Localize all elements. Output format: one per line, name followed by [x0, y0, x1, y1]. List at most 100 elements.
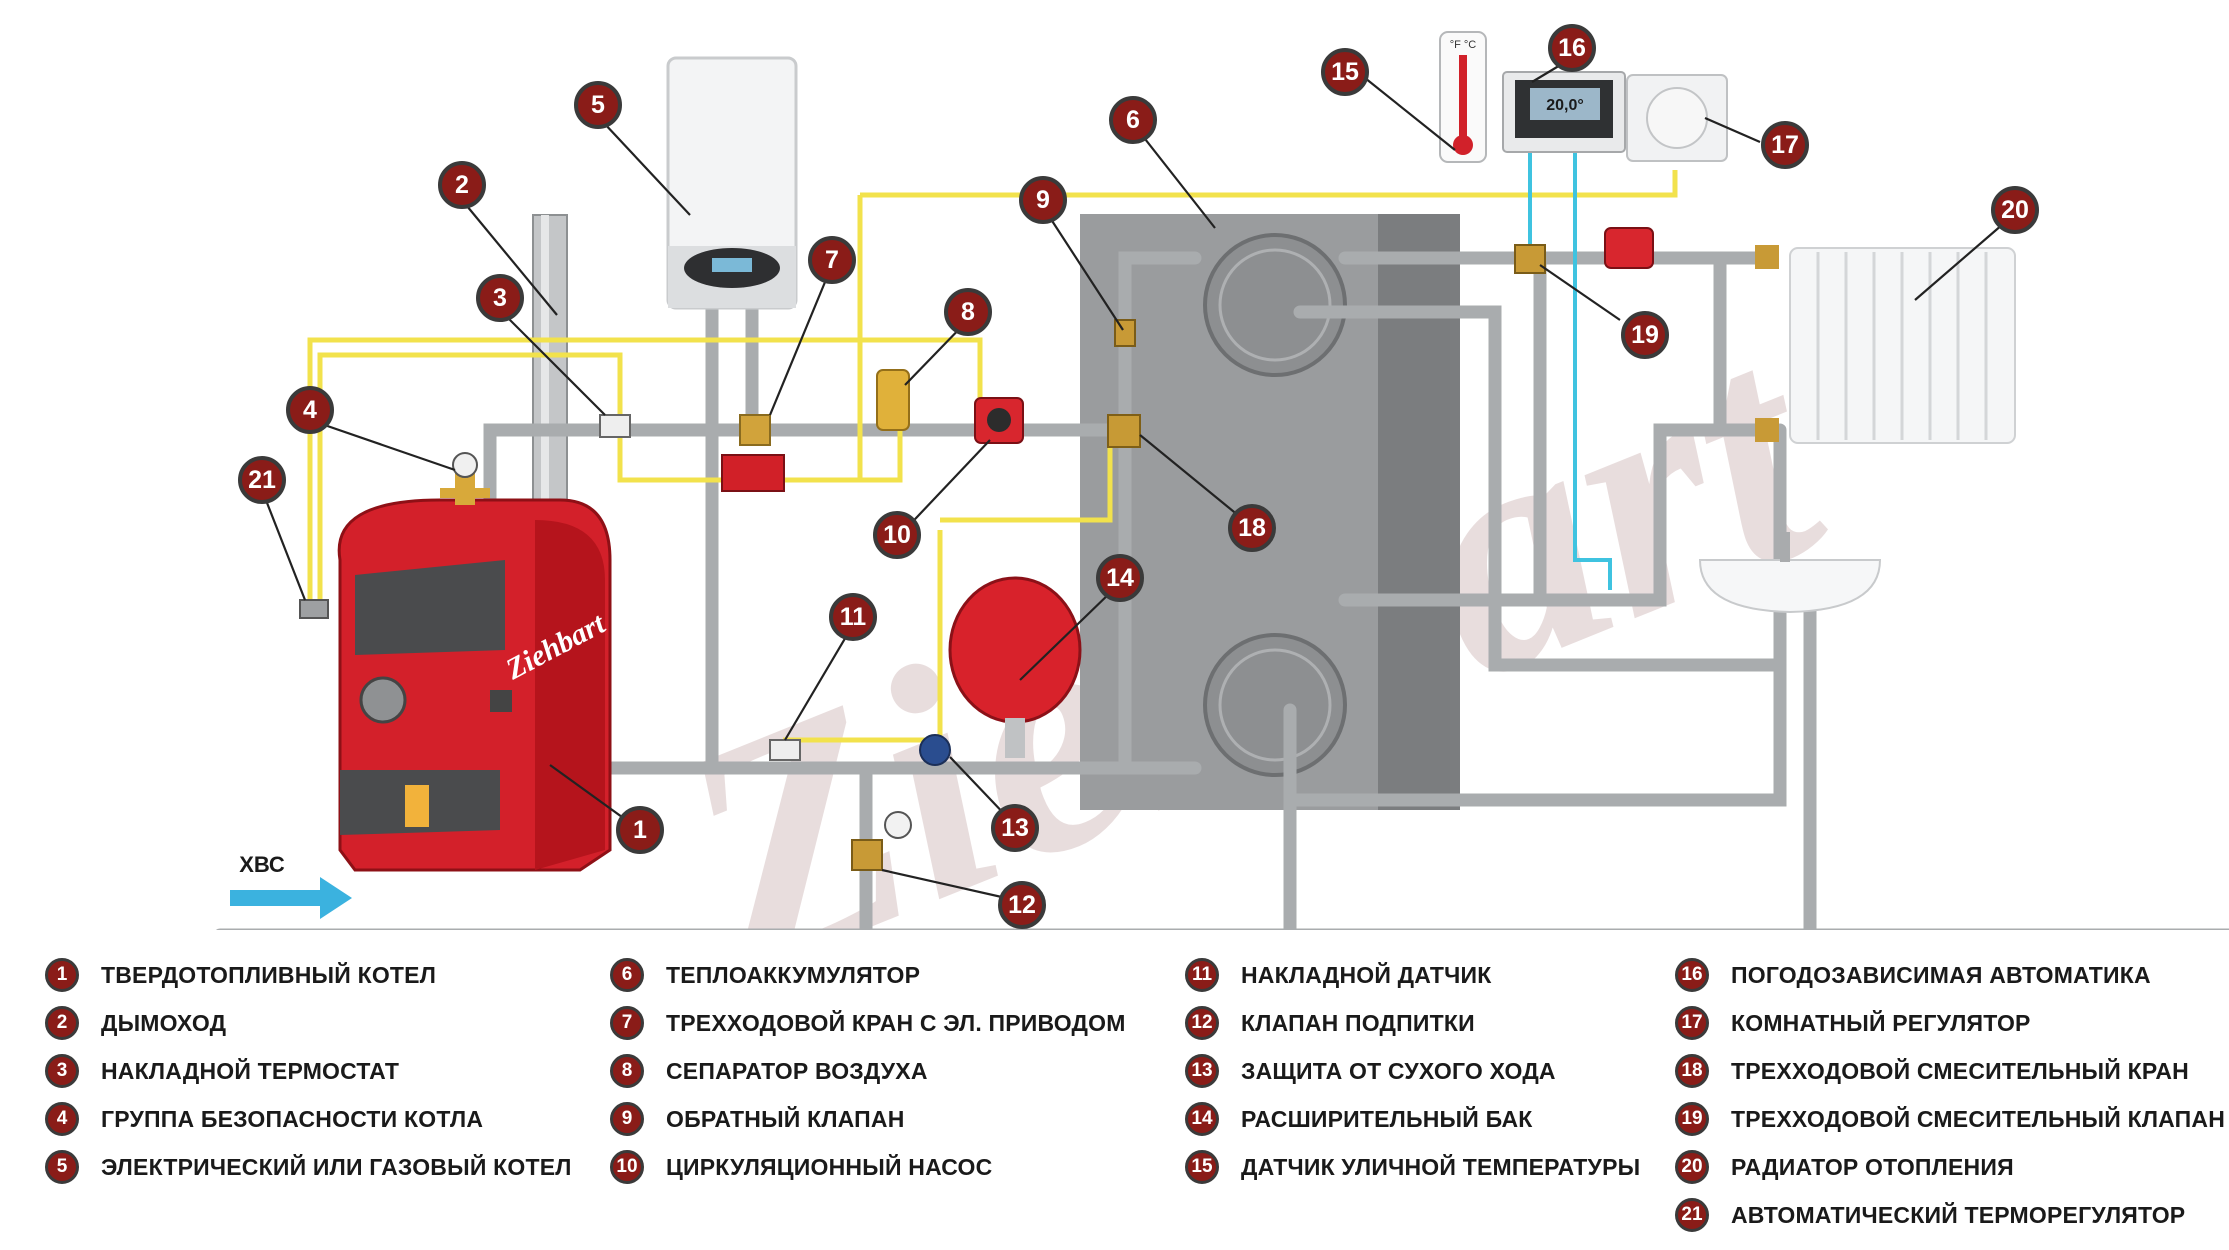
callout-5: 5: [574, 81, 622, 129]
legend-item-21: 21 АВТОМАТИЧЕСКИЙ ТЕРМОРЕГУЛЯТОР: [1675, 1195, 2185, 1235]
legend-label: РАСШИРИТЕЛЬНЫЙ БАК: [1241, 1105, 1533, 1132]
radiator-pump: [1604, 227, 1654, 269]
legend-item-16: 16 ПОГОДОЗАВИСИМАЯ АВТОМАТИКА: [1675, 955, 2151, 995]
legend-label: ДАТЧИК УЛИЧНОЙ ТЕМПЕРАТУРЫ: [1241, 1153, 1641, 1180]
legend-number: 13: [1185, 1054, 1219, 1088]
legend-item-12: 12 КЛАПАН ПОДПИТКИ: [1185, 1003, 1475, 1043]
weather-dependent-controller: 20,0°: [1502, 71, 1626, 153]
callout-16: 16: [1548, 24, 1596, 72]
legend-label: СЕПАРАТОР ВОЗДУХА: [666, 1057, 928, 1084]
legend-label: ЗАЩИТА ОТ СУХОГО ХОДА: [1241, 1057, 1556, 1084]
callout-14: 14: [1096, 554, 1144, 602]
legend-label: ДЫМОХОД: [101, 1009, 227, 1036]
legend-number: 4: [45, 1102, 79, 1136]
legend-item-3: 3 НАКЛАДНОЙ ТЕРМОСТАТ: [45, 1051, 399, 1091]
legend-item-4: 4 ГРУППА БЕЗОПАСНОСТИ КОТЛА: [45, 1099, 483, 1139]
heat-accumulator-tank: [1080, 214, 1460, 810]
callout-2: 2: [438, 161, 486, 209]
chimney: [532, 214, 568, 516]
legend-number: 7: [610, 1006, 644, 1040]
legend-number: 6: [610, 958, 644, 992]
legend-number: 12: [1185, 1006, 1219, 1040]
legend-item-2: 2 ДЫМОХОД: [45, 1003, 226, 1043]
svg-text:8: 8: [961, 298, 975, 326]
legend-label: ЭЛЕКТРИЧЕСКИЙ ИЛИ ГАЗОВЫЙ КОТЕЛ: [101, 1153, 572, 1180]
legend-label: РАДИАТОР ОТОПЛЕНИЯ: [1731, 1153, 2014, 1180]
sensor-wiring: [1528, 150, 1612, 590]
callout-1: 1: [616, 806, 664, 854]
callout-leaders: [260, 57, 2011, 902]
svg-text:11: 11: [840, 603, 867, 631]
legend-number: 5: [45, 1150, 79, 1184]
legend-number: 8: [610, 1054, 644, 1088]
controller-display: 20,0°: [1546, 97, 1584, 114]
svg-text:10: 10: [883, 521, 911, 549]
callout-4: 4: [286, 386, 334, 434]
callout-12: 12: [998, 881, 1046, 929]
callout-8: 8: [944, 288, 992, 336]
cold-water-inlet: ХВС: [230, 852, 352, 919]
svg-text:6: 6: [1126, 106, 1140, 134]
legend-item-13: 13 ЗАЩИТА ОТ СУХОГО ХОДА: [1185, 1051, 1556, 1091]
legend-number: 14: [1185, 1102, 1219, 1136]
callout-11: 11: [829, 593, 877, 641]
outdoor-temperature-sensor: °F °C: [1439, 31, 1487, 163]
legend-label: ПОГОДОЗАВИСИМАЯ АВТОМАТИКА: [1731, 961, 2151, 988]
legend-label: НАКЛАДНОЙ ТЕРМОСТАТ: [101, 1057, 400, 1084]
legend-number: 21: [1675, 1198, 1709, 1232]
legend-number: 16: [1675, 958, 1709, 992]
svg-text:18: 18: [1238, 514, 1266, 542]
legend-label: ЦИРКУЛЯЦИОННЫЙ НАСОС: [666, 1153, 993, 1180]
three-way-valve-actuator: [721, 414, 785, 492]
legend-number: 11: [1185, 958, 1219, 992]
legend-label: ТРЕХХОДОВОЙ КРАН С ЭЛ. ПРИВОДОМ: [666, 1009, 1126, 1036]
heating-system-diagram: Ziehbart: [215, 24, 2229, 930]
heating-radiator: [1755, 245, 2016, 444]
svg-text:3: 3: [493, 284, 507, 312]
callout-18: 18: [1228, 504, 1276, 552]
legend-item-14: 14 РАСШИРИТЕЛЬНЫЙ БАК: [1185, 1099, 1533, 1139]
wash-basin: [1698, 532, 1882, 614]
legend-label: ОБРАТНЫЙ КЛАПАН: [666, 1105, 905, 1132]
legend-label: ТРЕХХОДОВОЙ СМЕСИТЕЛЬНЫЙ КРАН: [1731, 1057, 2189, 1084]
air-separator: [876, 369, 910, 431]
legend-item-18: 18 ТРЕХХОДОВОЙ СМЕСИТЕЛЬНЫЙ КРАН: [1675, 1051, 2189, 1091]
legend-label: ТРЕХХОДОВОЙ СМЕСИТЕЛЬНЫЙ КЛАПАН: [1731, 1105, 2226, 1132]
callout-19: 19: [1621, 311, 1669, 359]
legend-number: 1: [45, 958, 79, 992]
dry-run-protection: [919, 734, 951, 766]
legend: 1 ТВЕРДОТОПЛИВНЫЙ КОТЕЛ 2 ДЫМОХОД 3 НАКЛ…: [0, 955, 2229, 1245]
legend-label: ТВЕРДОТОПЛИВНЫЙ КОТЕЛ: [101, 961, 437, 988]
legend-label: ТЕПЛОАККУМУЛЯТОР: [666, 961, 921, 988]
legend-label: КЛАПАН ПОДПИТКИ: [1241, 1009, 1475, 1036]
legend-item-20: 20 РАДИАТОР ОТОПЛЕНИЯ: [1675, 1147, 2014, 1187]
legend-number: 18: [1675, 1054, 1709, 1088]
legend-item-6: 6 ТЕПЛОАККУМУЛЯТОР: [610, 955, 920, 995]
circulation-pump: [974, 397, 1024, 444]
room-regulator: [1626, 74, 1728, 162]
three-way-mixing-valve: [1107, 414, 1141, 448]
legend-item-8: 8 СЕПАРАТОР ВОЗДУХА: [610, 1051, 928, 1091]
callout-17: 17: [1761, 121, 1809, 169]
callout-markers: 1 2 3 4 5 6 7 8 9 10 11 12 13 14 15 16 1…: [238, 24, 2039, 929]
callout-9: 9: [1019, 176, 1067, 224]
callout-6: 6: [1109, 96, 1157, 144]
legend-number: 19: [1675, 1102, 1709, 1136]
strap-on-thermostat: [599, 414, 631, 438]
callout-7: 7: [808, 236, 856, 284]
legend-number: 2: [45, 1006, 79, 1040]
legend-item-15: 15 ДАТЧИК УЛИЧНОЙ ТЕМПЕРАТУРЫ: [1185, 1147, 1640, 1187]
legend-item-5: 5 ЭЛЕКТРИЧЕСКИЙ ИЛИ ГАЗОВЫЙ КОТЕЛ: [45, 1147, 572, 1187]
svg-text:9: 9: [1036, 186, 1050, 214]
legend-number: 17: [1675, 1006, 1709, 1040]
svg-text:4: 4: [303, 396, 317, 424]
callout-21: 21: [238, 456, 286, 504]
legend-label: ГРУППА БЕЗОПАСНОСТИ КОТЛА: [101, 1105, 484, 1132]
strap-on-sensor: [769, 739, 801, 761]
svg-text:12: 12: [1008, 891, 1036, 919]
callout-15: 15: [1321, 48, 1369, 96]
svg-text:5: 5: [591, 91, 605, 119]
legend-label: КОМНАТНЫЙ РЕГУЛЯТОР: [1731, 1009, 2031, 1036]
svg-text:15: 15: [1331, 58, 1359, 86]
svg-text:19: 19: [1631, 321, 1659, 349]
